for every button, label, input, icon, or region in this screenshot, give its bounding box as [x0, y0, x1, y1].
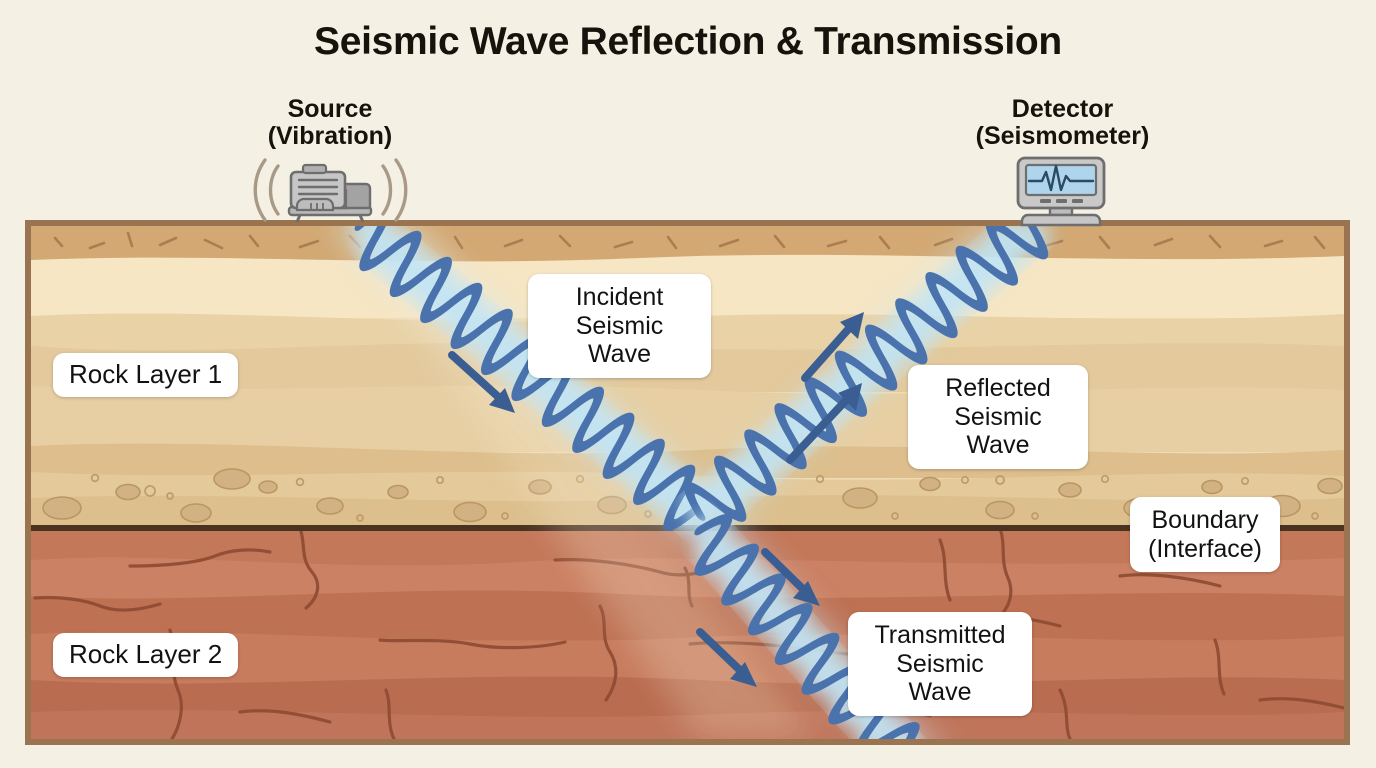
label-rock-layer-2: Rock Layer 2	[53, 633, 239, 677]
reflected-arrow-upper	[801, 312, 864, 382]
incident-arrow	[448, 351, 515, 413]
reflected-arrow-lower	[786, 383, 862, 464]
label-transmitted-wave: Transmitted Seismic Wave	[848, 612, 1032, 716]
transmitted-wave	[694, 514, 920, 739]
label-rock-layer-1: Rock Layer 1	[53, 353, 239, 397]
seismometer-monitor-icon	[1016, 156, 1106, 227]
incident-wave	[354, 226, 700, 531]
label-incident-wave: Incident Seismic Wave	[528, 274, 711, 378]
label-reflected-wave: Reflected Seismic Wave	[908, 365, 1088, 469]
vibration-truck-icon	[253, 158, 408, 223]
detector-caption: Detector (Seismometer)	[975, 95, 1150, 150]
label-boundary-interface: Boundary (Interface)	[1130, 497, 1280, 572]
transmitted-arrow-lower	[696, 628, 757, 687]
source-caption: Source (Vibration)	[267, 95, 393, 150]
reflected-wave	[683, 226, 1049, 522]
page-title: Seismic Wave Reflection & Transmission	[314, 20, 1062, 63]
transmitted-arrow-upper	[761, 548, 820, 606]
